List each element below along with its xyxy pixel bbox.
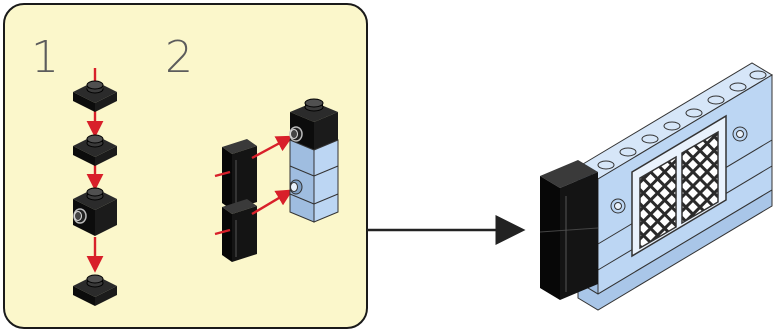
black-panel-icon	[539, 160, 599, 300]
lattice-window-icon	[631, 114, 727, 258]
black-plate-icon	[73, 80, 117, 112]
black-brick-with-stud-icon	[73, 187, 117, 236]
black-plate-icon	[73, 134, 117, 166]
black-panel-icon	[222, 139, 257, 210]
wall-studs	[597, 70, 767, 170]
step-number-1: 1	[31, 32, 59, 83]
wall-side-studs	[610, 126, 748, 214]
black-plate-icon	[73, 274, 117, 306]
step-number-2: 2	[165, 32, 193, 83]
black-brick-with-stud-icon	[289, 98, 338, 150]
light-blue-brick-column-icon	[289, 139, 339, 223]
step2-red-arrows	[251, 135, 294, 216]
step2-pin-lines	[214, 170, 231, 236]
black-panel-icon	[222, 199, 257, 262]
